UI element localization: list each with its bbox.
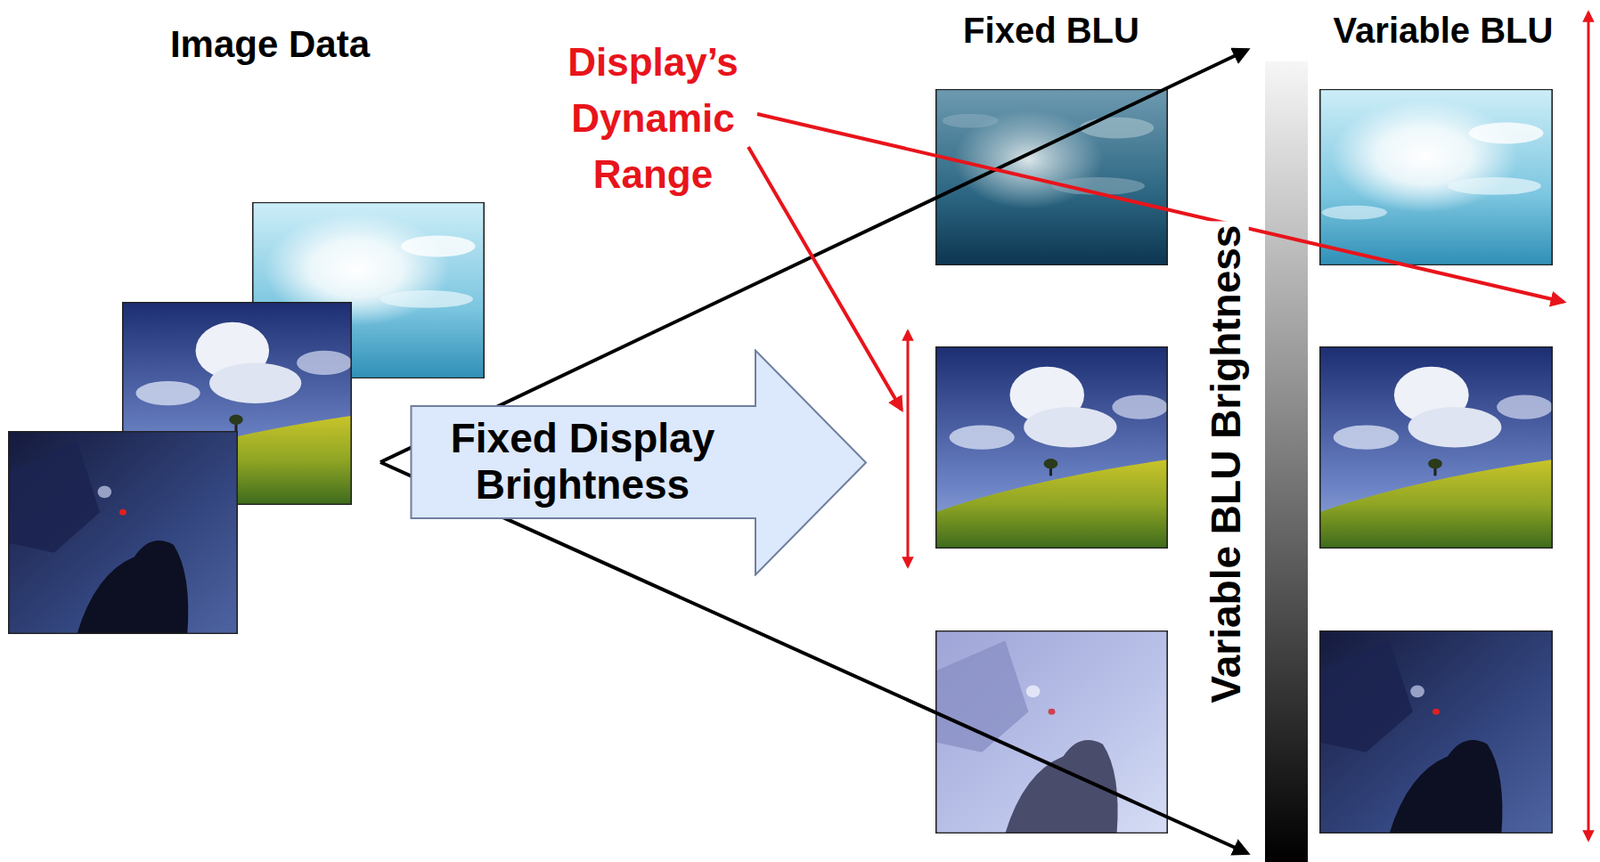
column-heading: Image Data bbox=[170, 23, 370, 66]
column-heading: Variable BLU bbox=[1333, 10, 1554, 51]
callout-label: Display’s Dynamic Range bbox=[532, 33, 774, 203]
block-arrow: Fixed Display Brightness bbox=[409, 349, 868, 577]
axis-label: Variable BLU Brightness bbox=[1203, 221, 1249, 708]
arrow-text: Fixed Display Brightness bbox=[424, 416, 742, 508]
column-heading: Fixed BLU bbox=[963, 10, 1140, 51]
